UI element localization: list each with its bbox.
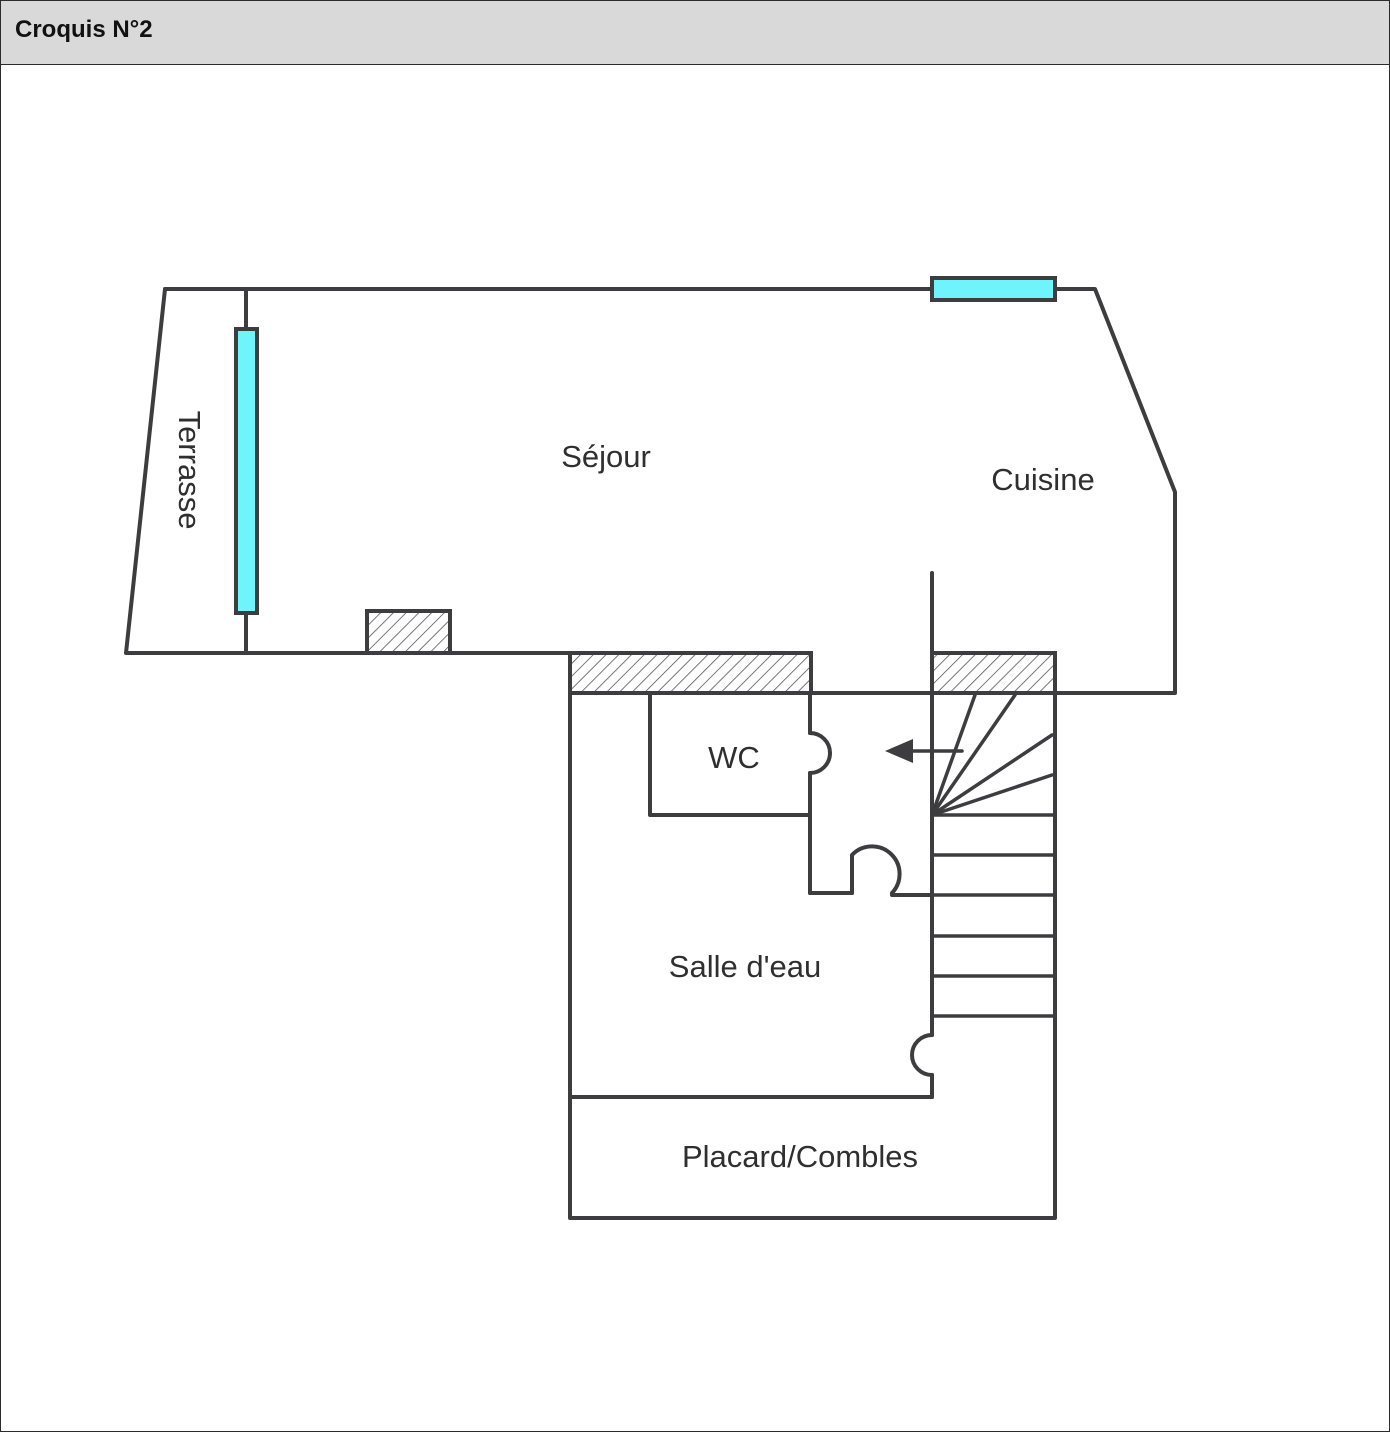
- hatched-block-stair: [930, 651, 1057, 695]
- salle-eau-door-bottom: [910, 1033, 934, 1077]
- label-sejour: Séjour: [561, 439, 651, 474]
- window-cuisine: [930, 276, 1057, 302]
- label-salle-eau: Salle d'eau: [669, 949, 821, 984]
- label-cuisine: Cuisine: [991, 462, 1094, 497]
- label-terrasse: Terrasse: [172, 411, 207, 530]
- window-terrace: [234, 327, 259, 615]
- wc-door: [808, 731, 832, 775]
- stair-arrow-head: [885, 739, 913, 763]
- hatched-block-hall: [568, 651, 813, 695]
- wc-wall: [648, 691, 812, 817]
- label-placard: Placard/Combles: [682, 1139, 918, 1174]
- exterior-wall-upper: [163, 287, 1177, 695]
- sketch-title: Croquis N°2: [15, 16, 153, 43]
- staircase: [930, 693, 1057, 1018]
- label-wc: WC: [708, 740, 760, 775]
- salle-eau-door-top: [850, 844, 902, 895]
- sketch-header: Croquis N°2: [1, 1, 1389, 65]
- hatched-block-sejour: [365, 609, 452, 655]
